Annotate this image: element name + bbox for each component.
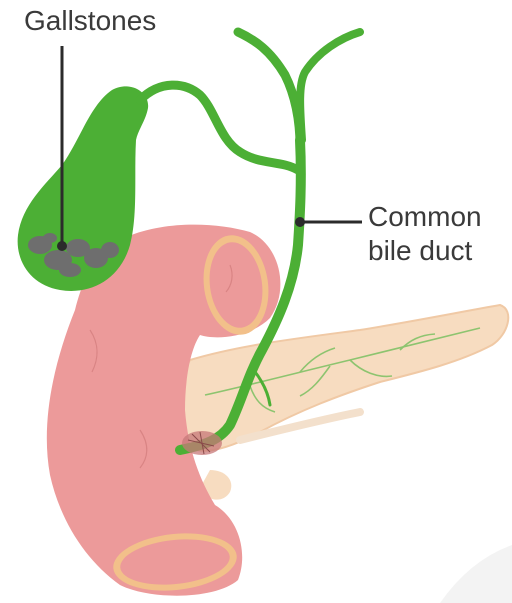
gallstones-label: Gallstones (24, 4, 156, 38)
common-bile-duct-label: Common bile duct (368, 200, 482, 267)
common-bile-duct-label-line1: Common (368, 200, 482, 234)
gallstones-leader-dot (57, 241, 67, 251)
common-bile-duct-label-line2: bile duct (368, 234, 482, 268)
background-corner (440, 545, 512, 603)
bile-duct-leader-dot (295, 217, 305, 227)
ampulla (182, 431, 222, 455)
